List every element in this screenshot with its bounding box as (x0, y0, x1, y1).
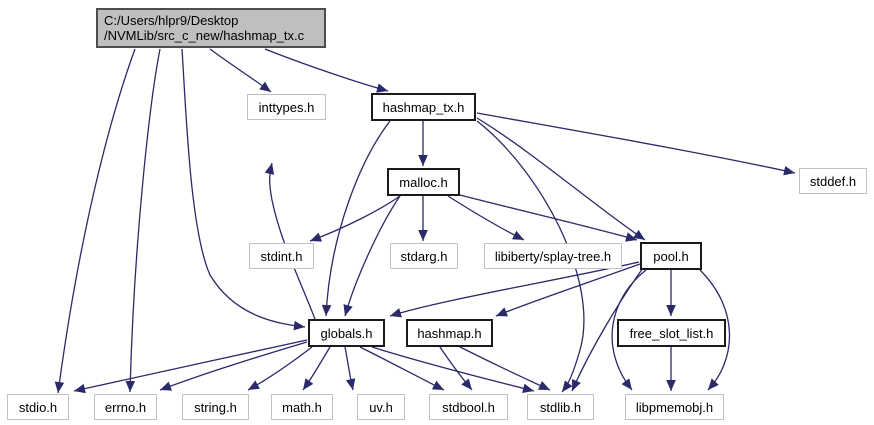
arrowhead-hashmap-to-stdbool (461, 378, 472, 390)
arrowhead-pool-right-libpmemobj (708, 378, 719, 390)
edge-hashmaptxh-to-stdlib (476, 120, 585, 393)
edge-globals-to-stdio (73, 339, 308, 392)
edge-root-to-globals (181, 48, 306, 328)
edge-malloc-to-pool (455, 193, 638, 241)
arrowhead-root-to-hashmaptxh (376, 83, 388, 93)
graph-node-uv[interactable]: uv.h (357, 394, 405, 420)
arrowhead-malloc-to-pool (625, 232, 637, 242)
edge-pool-to-globals (389, 261, 640, 317)
graph-node-splaytree[interactable]: libiberty/splay-tree.h (484, 243, 622, 269)
arrowhead-globals-to-stdbool (432, 380, 444, 390)
arrowhead-freeslot-to-libpmemobj (666, 380, 676, 391)
arrowhead-pool-to-hashmap (496, 307, 508, 317)
arrowhead-hashmaptxh-to-malloc (418, 155, 428, 166)
arrowhead-hashmaptxh-to-pool (633, 229, 645, 240)
graph-node-stdint[interactable]: stdint.h (249, 243, 314, 269)
arrowhead-globals-to-stdio (74, 383, 86, 394)
graph-node-stdlib[interactable]: stdlib.h (527, 394, 594, 420)
edge-malloc-to-splaytree (447, 195, 525, 241)
graph-node-inttypes[interactable]: inttypes.h (247, 94, 326, 120)
graph-node-math[interactable]: math.h (271, 394, 333, 420)
edge-globals-to-stdint (269, 162, 316, 320)
arrowhead-globals-to-stdlib (522, 383, 534, 393)
arrowhead-pool-to-libpmemobj (621, 378, 632, 390)
arrowhead-hashmaptxh-to-stddef (783, 165, 795, 176)
edge-globals-to-errno (159, 341, 308, 391)
arrowhead-hashmaptxh-to-stdlib (562, 380, 573, 392)
edge-pool-to-libpmemobj (611, 269, 647, 391)
edge-root-to-inttypes (209, 48, 272, 93)
arrowhead-pool-to-freeslot (666, 305, 676, 316)
edge-globals-to-stdlib (371, 346, 535, 392)
arrowhead-malloc-to-stdarg (418, 230, 428, 241)
edge-hashmaptxh-to-globals (325, 120, 391, 317)
edge-root-to-stdio (57, 48, 136, 394)
arrowhead-root-to-globals (293, 320, 305, 331)
arrowhead-root-to-inttypes (259, 81, 271, 92)
graph-node-hashmap[interactable]: hashmap.h (406, 319, 493, 347)
edge-root-to-errno (129, 48, 161, 393)
graph-node-root: C:/Users/hlpr9/Desktop /NVMLib/src_c_new… (96, 8, 326, 48)
arrowhead-root-to-errno (125, 380, 136, 392)
edge-malloc-to-stdint (309, 195, 401, 242)
edge-pool-to-hashmap (495, 263, 641, 317)
arrowhead-globals-to-uv (345, 378, 356, 390)
edge-hashmaptxh-to-pool (476, 117, 646, 241)
arrowhead-malloc-to-stdint (310, 232, 322, 242)
edge-globals-to-string (247, 346, 313, 391)
edge-pool-right-libpmemobj (699, 269, 731, 391)
arrowhead-hashmaptxh-to-globals (321, 304, 332, 316)
arrowhead-hashmap-to-stdlib (538, 381, 550, 390)
arrowhead-globals-to-math (303, 378, 314, 390)
arrowhead-malloc-to-globals (343, 304, 353, 316)
graph-node-stdio[interactable]: stdio.h (7, 394, 69, 420)
edge-globals-to-stdbool (359, 346, 445, 391)
arrowhead-globals-to-errno (160, 381, 172, 391)
arrowhead-malloc-to-splaytree (512, 230, 524, 240)
arrowhead-globals-to-stdint (264, 163, 275, 175)
arrowhead-globals-to-string (248, 380, 260, 390)
graph-node-malloc[interactable]: malloc.h (387, 168, 460, 196)
graph-node-stdbool[interactable]: stdbool.h (429, 394, 508, 420)
graph-node-stdarg[interactable]: stdarg.h (390, 243, 458, 269)
arrowhead-pool-to-globals (390, 308, 402, 318)
edges-group (54, 48, 796, 394)
graph-node-freeslot[interactable]: free_slot_list.h (617, 319, 726, 347)
graph-node-stddef[interactable]: stddef.h (799, 168, 867, 194)
graph-node-pool[interactable]: pool.h (640, 242, 702, 270)
edge-hashmaptxh-to-stddef (476, 112, 796, 174)
arrowhead-pool-to-stdlib (572, 378, 581, 391)
graph-node-string[interactable]: string.h (182, 394, 249, 420)
edge-root-to-hashmaptxh (264, 48, 389, 92)
arrowhead-root-to-stdio (54, 381, 65, 393)
graph-node-hashmaptxh[interactable]: hashmap_tx.h (371, 93, 476, 121)
edge-malloc-to-globals (344, 195, 401, 317)
graph-node-globals[interactable]: globals.h (308, 319, 385, 347)
graph-node-libpmemobj[interactable]: libpmemobj.h (625, 394, 724, 420)
graph-node-errno[interactable]: errno.h (94, 394, 157, 420)
